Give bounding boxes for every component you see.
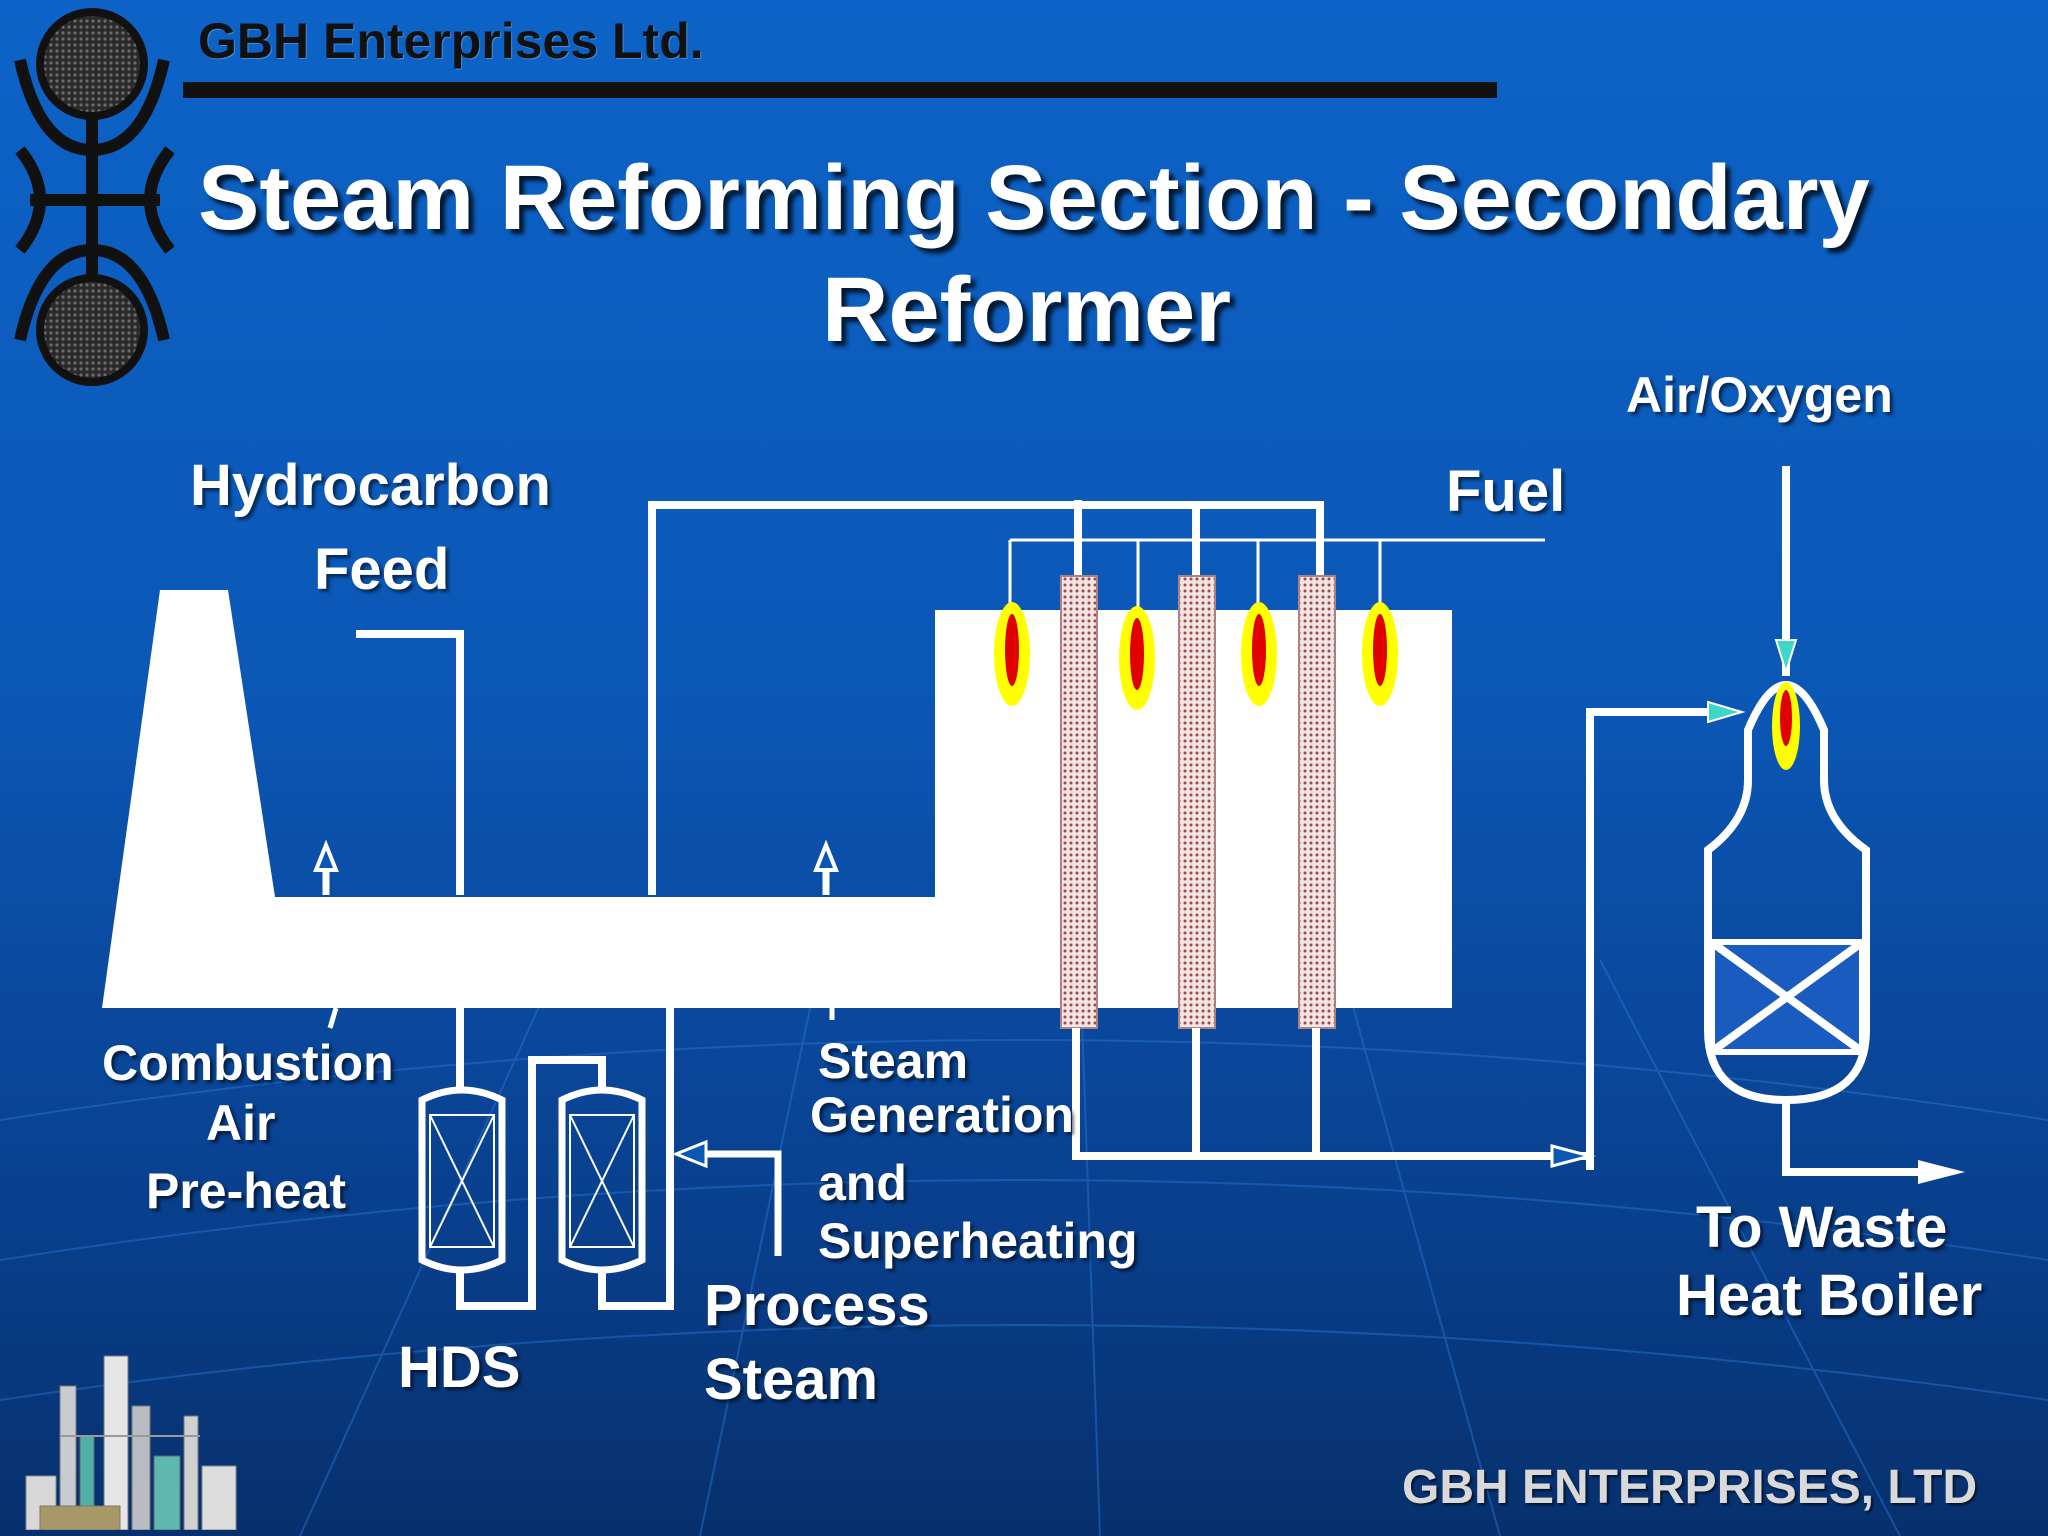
reformer-tube-2 [1178, 575, 1216, 1029]
label-hds: HDS [398, 1335, 521, 1400]
flue-gas-arrow-2 [813, 839, 839, 895]
reformer-tube-1 [1060, 575, 1098, 1029]
refinery-illustration [25, 1355, 237, 1530]
label-process: Process [704, 1273, 930, 1338]
label-air-oxygen: Air/Oxygen [1626, 367, 1893, 423]
label-process-steam: Steam [704, 1347, 879, 1412]
burner-flame-4 [1362, 602, 1398, 706]
label-feed: Feed [314, 537, 450, 602]
flue-gas-arrow-1 [313, 839, 339, 895]
hds-interconnect-line [456, 1056, 606, 1310]
label-fuel: Fuel [1446, 459, 1566, 524]
label-preheat: Pre-heat [146, 1163, 347, 1219]
label-heat-boiler: Heat Boiler [1676, 1263, 1983, 1328]
process-steam-arrow [671, 1139, 708, 1169]
burner-flame-2 [1119, 606, 1155, 710]
burner-flame-1 [994, 602, 1030, 706]
footer-company: GBH ENTERPRISES, LTD [1402, 1461, 1978, 1514]
transfer-arrow [1707, 700, 1746, 724]
page-title-line1: Steam Reforming Section - Secondary [198, 147, 1870, 249]
label-combustion: Combustion [102, 1035, 394, 1091]
label-to-waste: To Waste [1696, 1195, 1948, 1260]
label-air: Air [206, 1095, 276, 1151]
waste-heat-boiler-arrow [1918, 1160, 1965, 1184]
burner-flame-3 [1241, 602, 1277, 706]
label-and: and [818, 1155, 907, 1211]
secondary-reformer-vessel [1704, 681, 1870, 1105]
label-superheating: Superheating [818, 1213, 1138, 1269]
process-steam-line [684, 1150, 782, 1256]
label-generation: Generation [810, 1087, 1074, 1143]
waste-heat-boiler-line [1782, 1100, 1940, 1176]
label-hydrocarbon: Hydrocarbon [190, 453, 551, 518]
header-rule [183, 82, 1497, 98]
hds-vessel-2 [558, 1086, 646, 1274]
page-title-line2: Reformer [822, 259, 1232, 361]
company-name: GBH Enterprises Ltd. [198, 13, 704, 69]
hds-vessel-1 [418, 1086, 506, 1274]
air-oxygen-arrow [1774, 639, 1798, 676]
transfer-line [1586, 708, 1728, 1170]
label-steam-generation: Steam [818, 1033, 969, 1089]
reformer-tube-3 [1298, 575, 1336, 1029]
company-logo [14, 8, 175, 386]
outlet-arrow [1550, 1144, 1596, 1168]
hds-outlet-line [598, 1008, 674, 1310]
secondary-burner-flame [1772, 682, 1800, 770]
hydrocarbon-feed-line [356, 630, 464, 895]
